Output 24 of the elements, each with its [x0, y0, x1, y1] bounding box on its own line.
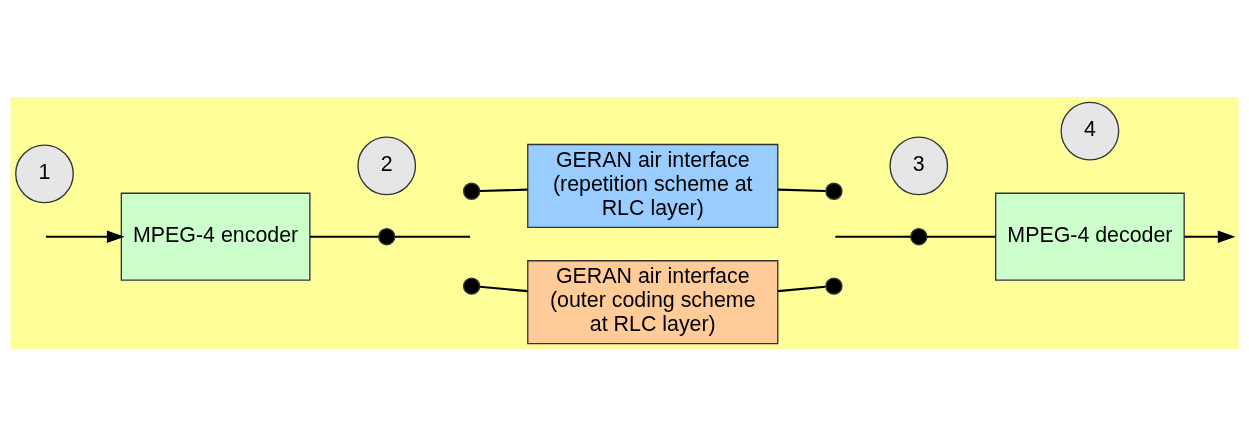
- node-box: MPEG-4 decoder: [995, 192, 1185, 281]
- node-circle: [462, 182, 481, 200]
- connector: [777, 285, 826, 292]
- node-circle: [825, 182, 843, 200]
- connector: [778, 188, 826, 192]
- node-box: MPEG-4 encoder: [120, 192, 311, 281]
- connector: [310, 235, 379, 238]
- node-circle: [378, 227, 396, 245]
- node-circle: [462, 276, 481, 295]
- connector: [926, 235, 996, 238]
- node-circle: 3: [889, 135, 949, 195]
- node-circle: 4: [1060, 101, 1120, 160]
- arrow: [1184, 230, 1236, 243]
- connector: [479, 188, 528, 192]
- node-circle: 1: [15, 143, 74, 203]
- connector: [395, 235, 471, 238]
- arrow: [45, 230, 125, 243]
- node-box: GERAN air interface (outer coding scheme at RLC layer): [527, 259, 779, 344]
- node-circle: 2: [357, 135, 417, 195]
- node-circle: [910, 227, 928, 245]
- node-circle: [825, 276, 843, 295]
- node-box: GERAN air interface (repetition scheme at RLC layer): [527, 143, 779, 228]
- connector: [479, 285, 528, 292]
- connector: [835, 235, 911, 238]
